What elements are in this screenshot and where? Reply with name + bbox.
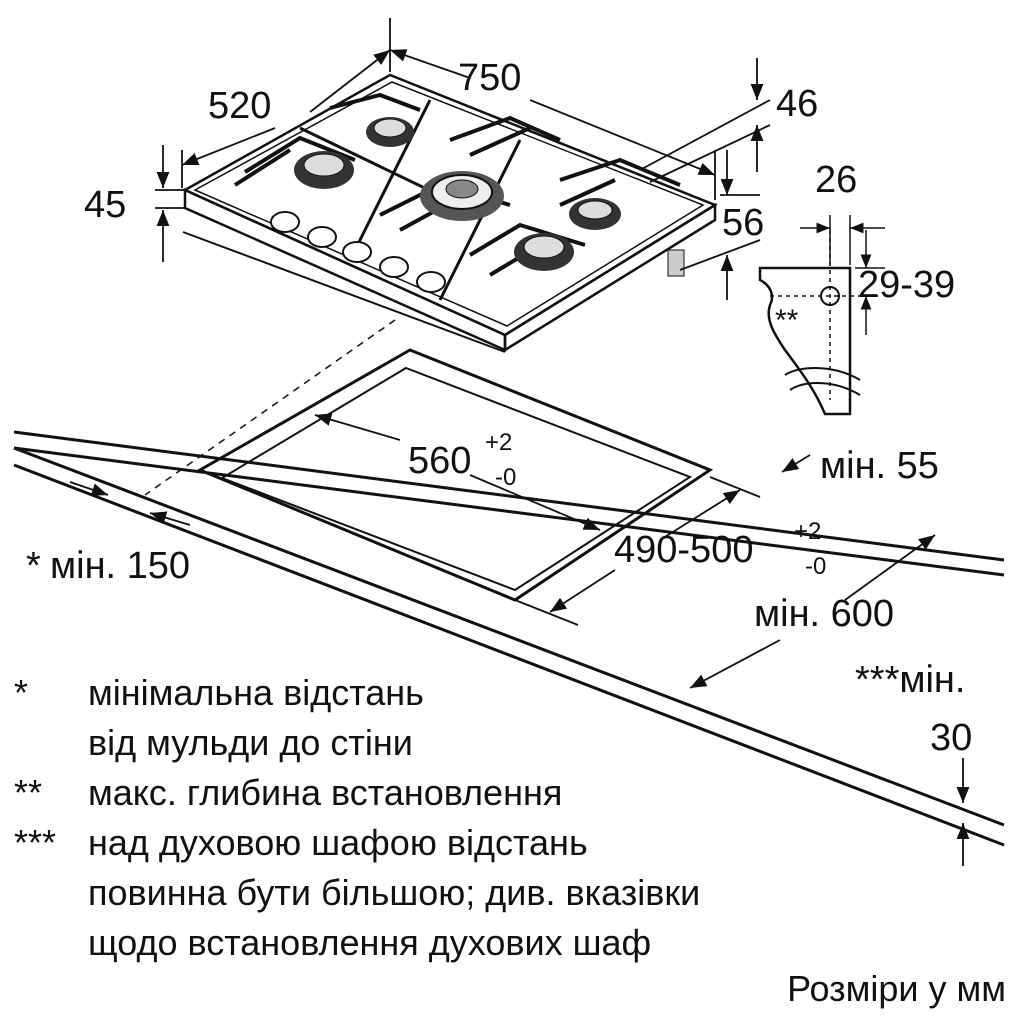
min-side-label: мін. 150 bbox=[50, 545, 190, 587]
dim-width-label: 750 bbox=[458, 57, 521, 99]
min-oven-label: ***мін. bbox=[855, 659, 965, 701]
min-worktop-label: мін. 600 bbox=[754, 593, 894, 635]
units-label: Розміри у мм bbox=[787, 968, 1006, 1009]
dim-depth-label: 520 bbox=[208, 85, 271, 127]
footnote-text: повинна бути більшою; див. вказівки bbox=[88, 872, 701, 913]
dim-cutout-depth-tol-minus: -0 bbox=[805, 553, 826, 580]
dim-connector-offset-label: 56 bbox=[722, 202, 764, 244]
dim-cutout-depth-label: 490-500 bbox=[614, 529, 753, 571]
side-profile bbox=[758, 215, 885, 416]
footnote-text: від мульди до стіни bbox=[88, 722, 413, 763]
footnote-mark: ** bbox=[14, 772, 43, 813]
dim-cutout-width-label: 560 bbox=[408, 440, 471, 482]
burner-rear-right bbox=[569, 198, 621, 230]
footnote-mark: * bbox=[14, 672, 29, 713]
dim-connector-height-label: 29-39 bbox=[858, 264, 955, 306]
footnote-text: макс. глибина встановлення bbox=[88, 772, 563, 813]
footnote-text: щодо встановлення духових шаф bbox=[88, 922, 652, 963]
footnote-text: мінімальна відстань bbox=[88, 672, 424, 713]
min-side-mark: * bbox=[26, 545, 41, 587]
footnote-text: над духовою шафою відстань bbox=[88, 822, 588, 863]
burner-rear-left bbox=[366, 117, 414, 147]
dim-cutout-depth-tol-plus: +2 bbox=[794, 518, 821, 545]
dim-cutout-width-tol-minus: -0 bbox=[495, 464, 516, 491]
footnote-mark: *** bbox=[14, 822, 57, 863]
control-knobs bbox=[270, 211, 446, 293]
dim-connector-width-label: 26 bbox=[815, 159, 857, 201]
worktop bbox=[13, 348, 1005, 847]
min-back-label: мін. 55 bbox=[820, 445, 939, 487]
dim-front-height-label: 46 bbox=[776, 83, 818, 125]
dim-height-label: 45 bbox=[84, 184, 126, 226]
dimension-labels: 750 520 45 46 56 26 29-39 ** 560 +2 -0 4… bbox=[26, 57, 972, 759]
gas-connector bbox=[667, 249, 685, 277]
dimension-lines bbox=[69, 18, 970, 866]
burner-front-right bbox=[514, 233, 574, 271]
hob bbox=[182, 73, 718, 353]
max-depth-mark: ** bbox=[775, 304, 799, 337]
dim-cutout-width-tol-plus: +2 bbox=[485, 429, 512, 456]
min-oven-value: 30 bbox=[930, 717, 972, 759]
burner-front-left bbox=[294, 151, 354, 189]
burner-wok-center bbox=[420, 171, 504, 221]
